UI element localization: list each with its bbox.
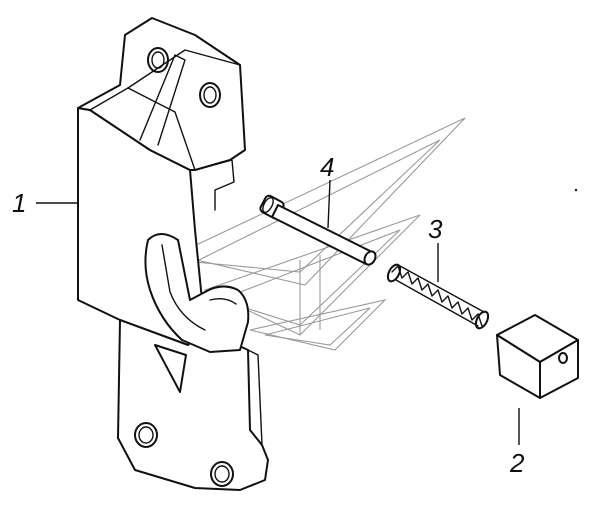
part-2-cube-block: [496, 314, 579, 399]
callout-3: 3: [428, 214, 443, 244]
leader-line-4: [327, 179, 331, 229]
part-1-latch-bracket: [77, 17, 269, 491]
watermark-emblem: [173, 117, 466, 351]
stray-dot: [574, 188, 578, 192]
part-4-bolt: [259, 194, 377, 266]
callout-2: 2: [509, 448, 525, 478]
callout-4: 4: [320, 152, 334, 182]
callout-1: 1: [12, 188, 26, 218]
part-3-spring: [386, 263, 490, 330]
